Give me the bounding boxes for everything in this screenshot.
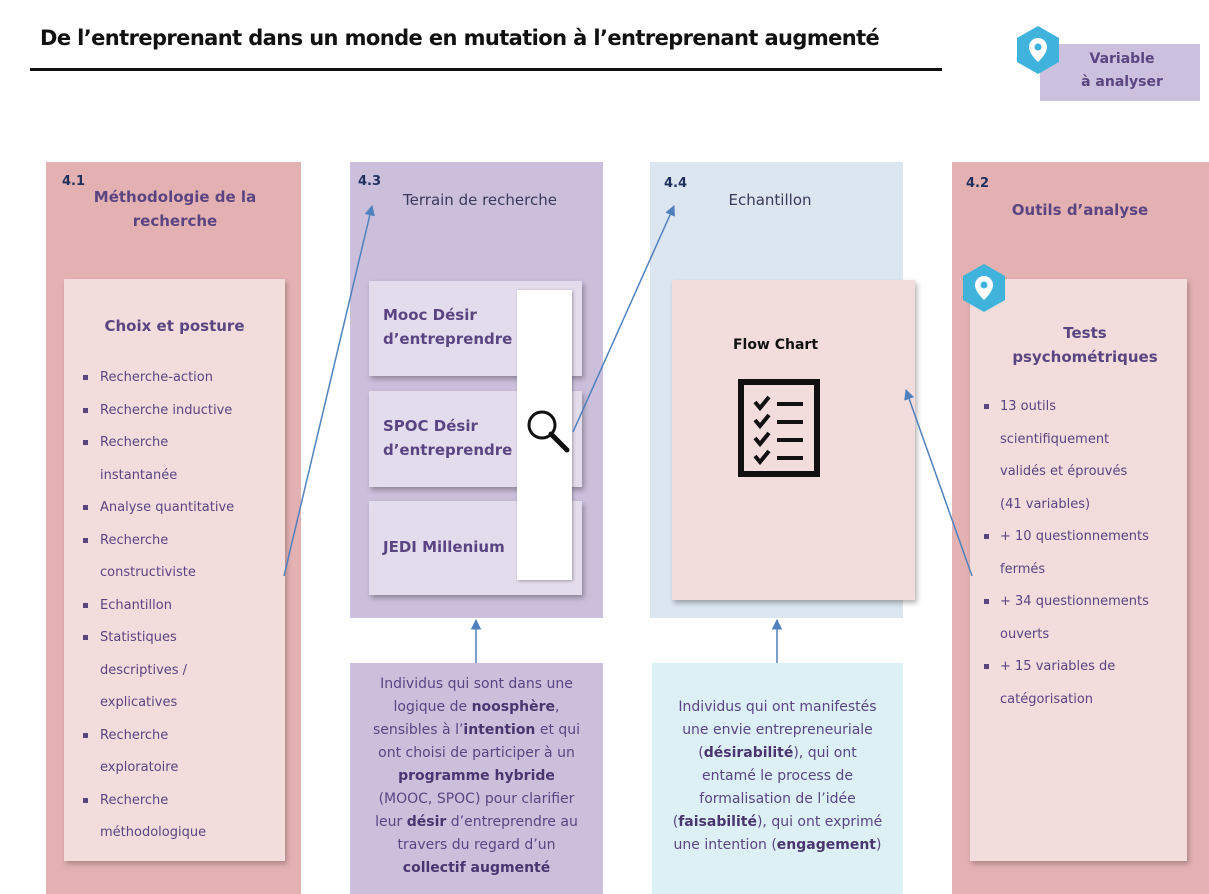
header-echantillon: Echantillon [728, 191, 812, 209]
desc-line: (désirabilité), qui ont [698, 745, 857, 761]
header-methodologie-line-2: recherche [132, 212, 218, 230]
desc-line: sensibles à l’intention et qui [372, 722, 581, 738]
legend-text: Variable à analyser [1044, 48, 1200, 94]
description-terrain: Individus qui sont dans une logique de n… [350, 663, 603, 894]
arrow-outils-to-echantillon [904, 389, 973, 577]
desc-line: (MOOC, SPOC) pour clarifier [378, 791, 575, 807]
tests-title-line-2: psychométriques [1012, 348, 1158, 366]
tests-title-line-1: Tests [1063, 324, 1107, 342]
section-number-4-4: 4.4 [664, 176, 688, 191]
desc-line: collectif augmenté [402, 860, 551, 876]
legend-box [1040, 44, 1200, 101]
section-number-4-1: 4.1 [62, 174, 86, 189]
section-number-4-2: 4.2 [966, 176, 990, 191]
arrow-magnifier-to-echantillon [572, 205, 675, 433]
list-item: Recherche inductive [64, 395, 285, 428]
desc-line: logique de noosphère, [393, 699, 560, 715]
desc-line: une envie entrepreneuriale [682, 722, 873, 738]
tests-title: Tests psychométriques [980, 321, 1190, 369]
desc-line: formalisation de l’idée [699, 791, 856, 807]
title-underline [30, 68, 942, 71]
desc-line: programme hybride [398, 768, 555, 784]
desc-line: (faisabilité), qui ont exprimé [672, 814, 883, 830]
magnifier-icon [527, 410, 570, 453]
list-item: Recherche-action [64, 362, 285, 395]
desc-line: Individus qui ont manifestés [678, 699, 877, 715]
choix-posture-box [64, 279, 285, 861]
list-item: Echantillon [64, 590, 285, 623]
description-echantillon: Individus qui ont manifestés une envie e… [652, 663, 903, 894]
magnifier-panel [517, 290, 572, 580]
map-pin-icon [963, 264, 1005, 312]
flow-chart-label: Flow Chart [732, 337, 819, 353]
terrain-box-jedi-label: JEDI Millenium [383, 538, 505, 556]
desc-line: une intention (engagement) [673, 837, 882, 853]
desc-line: travers du regard d’un [397, 837, 556, 853]
choix-posture-list: Recherche-action Recherche inductive Rec… [64, 362, 285, 850]
desc-line: ont choisi de participer à un [378, 745, 575, 761]
map-pin-icon [1017, 26, 1059, 74]
desc-line: Individus qui sont dans une [380, 676, 573, 692]
tests-box [970, 279, 1187, 861]
header-outils: Outils d’analyse [1011, 201, 1149, 219]
header-methodologie-line-1: Méthodologie de la [93, 188, 257, 206]
checklist-icon [738, 379, 820, 477]
desc-line: entamé le process de [702, 768, 853, 784]
header-terrain: Terrain de recherche [403, 191, 557, 209]
desc-line: leur désir d’entreprendre au [375, 814, 578, 830]
list-item: Analyse quantitative [64, 492, 285, 525]
header-methodologie: Méthodologie de la recherche [80, 185, 270, 233]
arrow-methodologie-to-terrain [283, 204, 375, 577]
choix-posture-title: Choix et posture [104, 317, 245, 335]
legend-line-2: à analyser [1081, 74, 1163, 90]
section-number-4-3: 4.3 [358, 174, 382, 189]
diagram-title: De l’entreprenant dans un monde en mutat… [40, 26, 880, 50]
legend-line-1: Variable [1089, 51, 1155, 67]
